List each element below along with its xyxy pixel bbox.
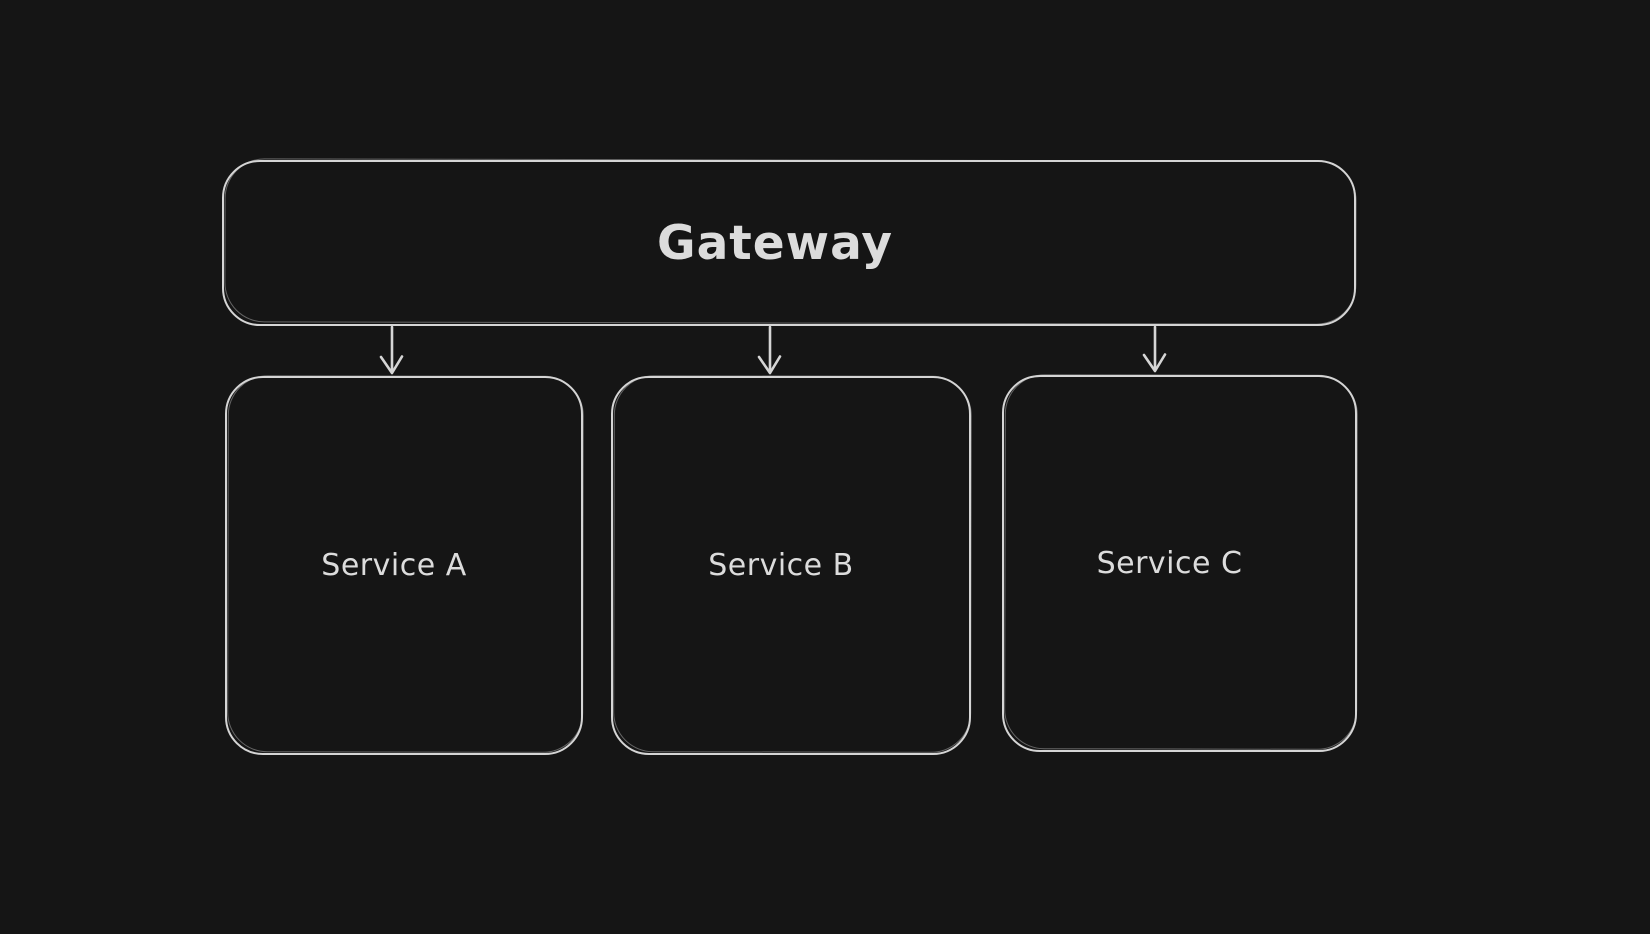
node-service-b-label: Service B — [708, 548, 854, 583]
node-gateway-label: Gateway — [657, 215, 893, 271]
node-gateway[interactable]: Gateway — [222, 160, 1356, 326]
arrow-head-icon — [379, 355, 404, 375]
arrow-head-icon — [757, 355, 782, 375]
arrow-head-icon — [1142, 353, 1167, 373]
arrow-gateway-to-service-c[interactable] — [1142, 325, 1167, 373]
node-service-a[interactable]: Service A — [225, 376, 583, 755]
node-service-c-label: Service C — [1096, 546, 1243, 581]
node-service-c[interactable]: Service C — [1002, 375, 1357, 752]
arrow-gateway-to-service-b[interactable] — [757, 325, 782, 375]
node-service-a-label: Service A — [321, 548, 467, 583]
arrow-gateway-to-service-a[interactable] — [379, 325, 404, 375]
node-service-b[interactable]: Service B — [611, 376, 971, 755]
